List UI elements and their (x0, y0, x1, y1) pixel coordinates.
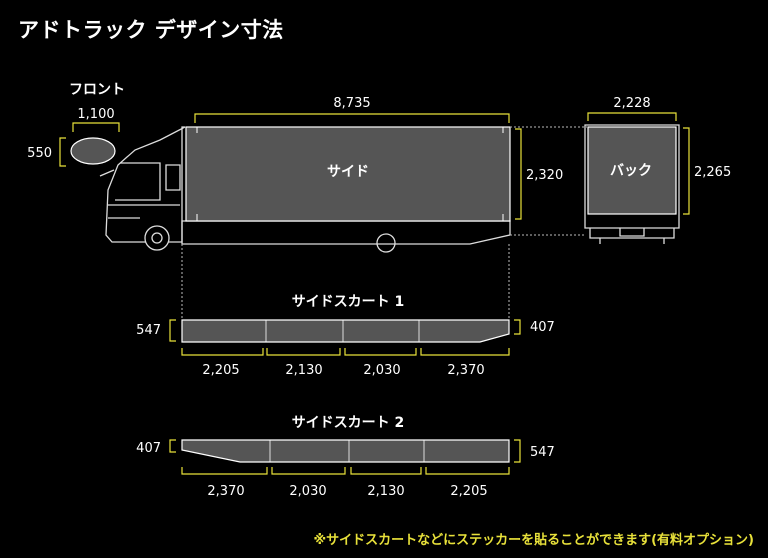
side-panel (185, 126, 511, 222)
front-width-dimension (72, 122, 120, 132)
page-title: アドトラック デザイン寸法 (18, 18, 284, 42)
back-width-value: 2,228 (613, 96, 650, 111)
skirt2-right-height: 547 (530, 445, 555, 460)
skirt2-panel (181, 439, 510, 463)
skirt2-segment-2: 2,030 (289, 484, 326, 499)
skirt2-label: サイドスカート 2 (292, 415, 405, 431)
skirt1-segment-dimensions (181, 348, 510, 356)
side-width-dimension (194, 113, 510, 123)
skirt1-segment-2: 2,130 (285, 363, 322, 378)
skirt1-label: サイドスカート 1 (292, 294, 405, 310)
skirt2-left-dimension (169, 439, 176, 453)
skirt2-segment-4: 2,205 (450, 484, 487, 499)
front-height-dimension (59, 137, 66, 167)
back-width-dimension (587, 112, 677, 121)
skirt2-left-height: 407 (136, 441, 161, 456)
skirt2-segment-dimensions (181, 467, 510, 475)
back-panel (587, 126, 677, 215)
front-label: フロント (69, 82, 125, 98)
skirt2-dividers (269, 440, 425, 462)
side-width-value: 8,735 (333, 96, 370, 111)
skirt2-segment-1: 2,370 (207, 484, 244, 499)
side-height-value: 2,320 (526, 168, 563, 183)
skirt1-right-height: 407 (530, 320, 555, 335)
back-height-dimension (683, 127, 690, 215)
skirt1-dividers (265, 320, 420, 342)
footnote: ※サイドスカートなどにステッカーを貼ることができます(有料オプション) (313, 533, 754, 548)
skirt1-left-height: 547 (136, 323, 161, 338)
guide-lines (181, 126, 587, 318)
front-panel (70, 137, 116, 165)
skirt1-segment-1: 2,205 (202, 363, 239, 378)
front-height-value: 550 (27, 146, 52, 161)
skirt1-segment-4: 2,370 (447, 363, 484, 378)
skirt1-left-dimension (169, 319, 176, 342)
skirt1-right-dimension (514, 319, 521, 335)
skirt2-right-dimension (514, 439, 521, 463)
front-width-value: 1,100 (77, 107, 114, 122)
truck-rear (584, 124, 680, 229)
skirt1-segment-3: 2,030 (363, 363, 400, 378)
side-label: サイド (327, 164, 369, 180)
back-label: バック (610, 163, 652, 179)
skirt1-panel (181, 319, 510, 343)
side-height-dimension (515, 128, 522, 220)
back-height-value: 2,265 (694, 165, 731, 180)
skirt2-segment-3: 2,130 (367, 484, 404, 499)
